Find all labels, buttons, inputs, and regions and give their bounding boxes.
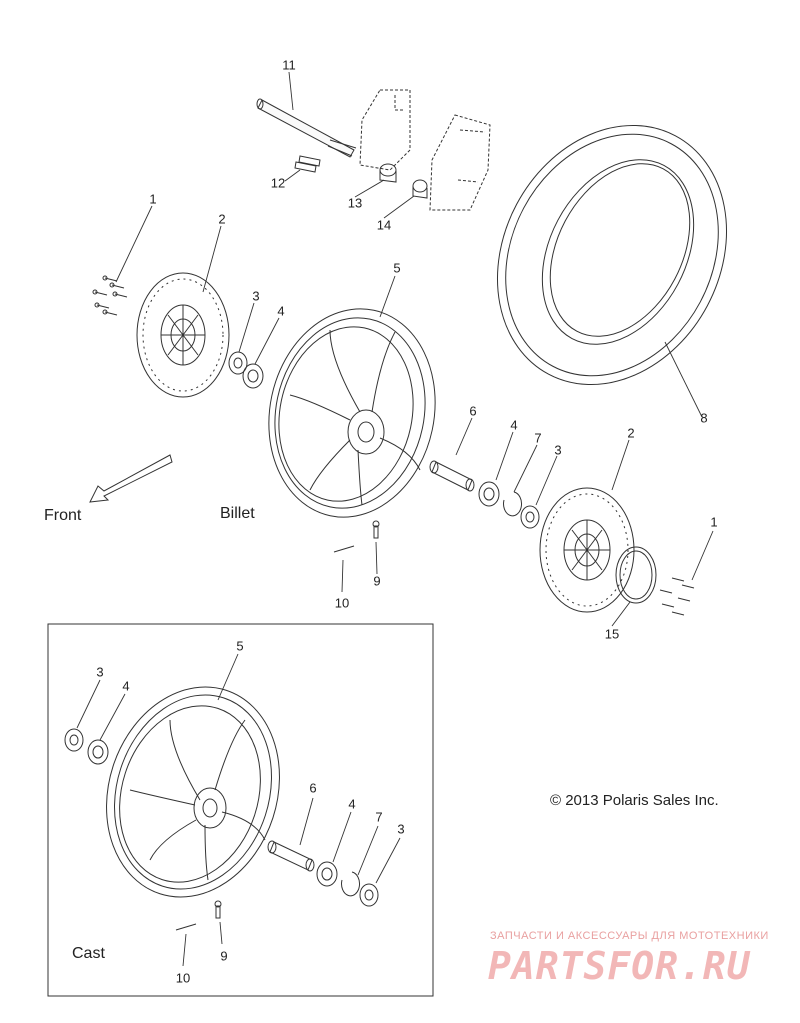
cast-bearing-part-4b [316, 861, 338, 887]
spacer-13 [379, 163, 397, 183]
callout-10-billet: 10 [334, 595, 350, 611]
tire-part-8 [497, 124, 727, 386]
callout-2-left: 2 [218, 211, 226, 227]
callout-6-cast: 6 [309, 780, 317, 796]
label-front: Front [44, 507, 82, 524]
callout-9-billet: 9 [373, 573, 381, 589]
fork-legs [359, 89, 491, 211]
callout-4b-cast: 4 [348, 796, 356, 812]
label-cast: Cast [72, 945, 105, 962]
bearing-part-4-left [242, 363, 264, 389]
cast-wheel-part-5 [106, 686, 280, 898]
cast-inset-frame [47, 623, 434, 997]
callout-5-billet: 5 [393, 260, 401, 276]
callout-7-cast: 7 [375, 809, 383, 825]
seal-part-3-left [228, 351, 248, 375]
bolts-part-1-right [659, 577, 695, 616]
watermark-brand: PARTSFOR.RU [488, 944, 751, 988]
callout-11: 11 [282, 57, 296, 73]
callout-14: 14 [376, 217, 392, 233]
callout-4-right: 4 [510, 417, 518, 433]
cast-valve-part-9 [214, 900, 222, 919]
callout-2-right: 2 [627, 425, 635, 441]
spacer-14 [412, 179, 428, 199]
billet-wheel-part-5 [268, 308, 436, 518]
spacer-12 [294, 155, 321, 173]
cast-bearing-part-4 [87, 739, 109, 765]
bolts-part-1-left [92, 275, 128, 316]
bearing-part-4-right [478, 481, 500, 507]
brake-disc-right-part-2 [539, 487, 635, 613]
cast-seal-part-3 [64, 728, 84, 752]
callout-13: 13 [347, 195, 363, 211]
callout-15: 15 [604, 626, 620, 642]
watermark-tagline: ЗАПЧАСТИ И АКСЕССУАРЫ ДЛЯ МОТОТЕХНИКИ [490, 930, 769, 942]
seal-part-3-right [520, 505, 540, 529]
callout-9-cast: 9 [220, 948, 228, 964]
callout-3-right: 3 [554, 442, 562, 458]
callout-8: 8 [700, 410, 708, 426]
callout-10-cast: 10 [175, 970, 191, 986]
callout-7: 7 [534, 430, 542, 446]
callout-4-cast: 4 [122, 678, 130, 694]
valve-cap-part-10-billet [333, 545, 355, 553]
label-billet: Billet [220, 505, 255, 522]
callout-3-left: 3 [252, 288, 260, 304]
cast-valve-cap-part-10 [175, 923, 197, 931]
cast-leader-lines [76, 653, 401, 967]
valve-part-9-billet [372, 520, 380, 539]
callout-3b-cast: 3 [397, 821, 405, 837]
cast-snap-ring-part-7 [341, 871, 361, 897]
callout-6: 6 [469, 403, 477, 419]
callout-1-right: 1 [710, 514, 718, 530]
copyright-text: © 2013 Polaris Sales Inc. [550, 792, 719, 809]
callout-3-cast: 3 [96, 664, 104, 680]
brake-disc-left-part-2 [136, 272, 230, 398]
leader-lines [115, 71, 714, 627]
snap-ring-part-7-right [503, 491, 523, 517]
cast-spacer-part-6 [267, 840, 315, 872]
callout-1-left: 1 [149, 191, 157, 207]
callout-5-cast: 5 [236, 638, 244, 654]
spacer-part-6-right [429, 460, 475, 492]
front-arrow [89, 454, 173, 503]
cast-seal-part-3b [359, 883, 379, 907]
tone-ring-part-15 [615, 546, 657, 604]
callout-4-left: 4 [277, 303, 285, 319]
axle-part-11 [256, 98, 357, 158]
callout-12: 12 [270, 175, 286, 191]
